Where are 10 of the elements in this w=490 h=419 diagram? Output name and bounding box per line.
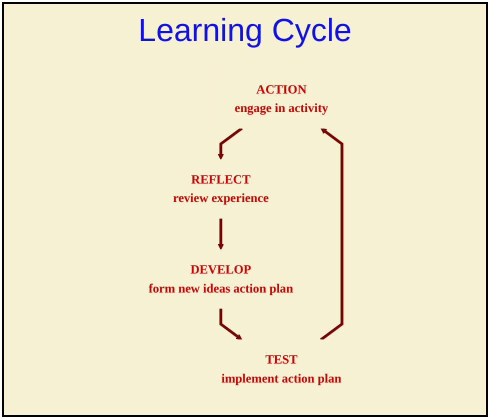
cycle-diagram: ACTION engage in activity REFLECT review experience DEVELOP form new ideas action plan TEST implement action plan xyxy=(4,64,486,404)
arrow xyxy=(219,308,242,340)
arrow xyxy=(218,127,243,160)
node-text: DEVELOP form new ideas action plan xyxy=(148,262,294,296)
arrow xyxy=(218,218,224,250)
node-text: TEST implement action plan xyxy=(221,352,342,386)
node-text: ACTION engage in activity xyxy=(234,82,328,115)
node-text: REFLECT review experience xyxy=(172,172,269,206)
arrow xyxy=(320,128,344,341)
diagram-title: Learning Cycle xyxy=(138,12,352,49)
